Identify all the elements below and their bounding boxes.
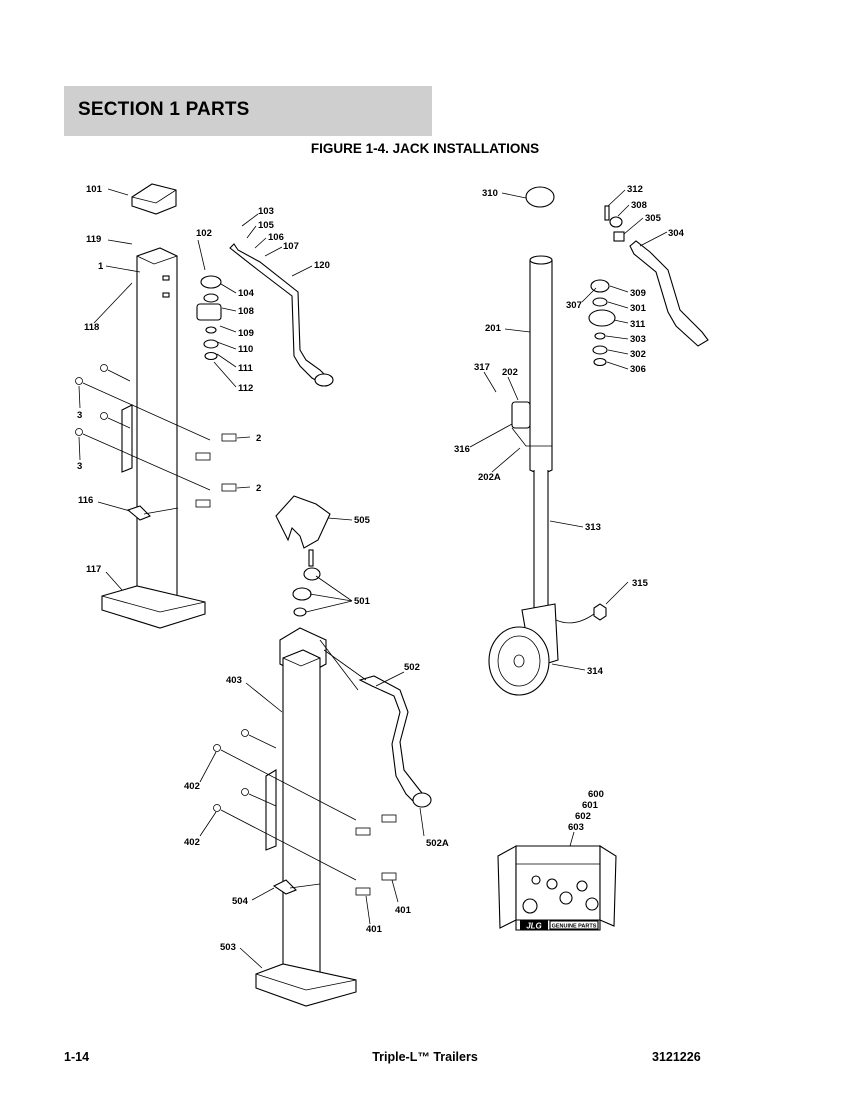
callout-602: 602	[575, 811, 591, 822]
callout-502: 502	[404, 662, 420, 673]
kit-label-text: GENUINE PARTS	[552, 924, 597, 930]
callout-315: 315	[632, 578, 649, 589]
callout-505: 505	[354, 515, 371, 526]
callout-502A: 502A	[426, 838, 449, 849]
footer-document-number: 3121226	[652, 1050, 701, 1064]
jack-1-assembly: 101 119 1 118 102 103 105 106 107 120 10…	[75, 183, 334, 629]
callout-306: 306	[630, 364, 646, 375]
crank-handle-part-304	[629, 240, 709, 347]
kit-brand-logo: JLG	[526, 922, 542, 931]
callout-307: 307	[566, 300, 582, 311]
jack-2-assembly: 310 312 308 305 304 309 307 301 311 303 …	[454, 184, 709, 696]
crank-handle-part-502	[358, 675, 427, 807]
callout-2-upper: 2	[256, 433, 261, 444]
parts-kit-box: JLG GENUINE PARTS 600 601 602 603	[497, 789, 617, 931]
callout-310: 310	[482, 188, 498, 199]
callout-3-lower: 3	[77, 461, 82, 472]
callout-305: 305	[645, 213, 662, 224]
foot-plate-part-117	[101, 585, 206, 629]
foot-plate-part-503	[255, 963, 357, 1007]
callout-503: 503	[220, 942, 236, 953]
outer-tube-part-201	[529, 260, 553, 474]
callout-101: 101	[86, 184, 103, 195]
jack-tube-part-1	[136, 247, 178, 609]
callout-402-lower: 402	[184, 837, 200, 848]
callout-108: 108	[238, 306, 254, 317]
callout-118: 118	[84, 322, 99, 333]
callout-107: 107	[283, 241, 299, 252]
callout-120: 120	[314, 260, 330, 271]
cap-part-310	[525, 186, 555, 208]
section-header-band: SECTION 1 PARTS	[64, 86, 432, 136]
figure-title: FIGURE 1-4. JACK INSTALLATIONS	[310, 141, 540, 156]
callout-314: 314	[587, 666, 604, 677]
callout-106: 106	[268, 232, 284, 243]
jack-3-assembly: 505 501 502 403 402 402 502A 401 401 504…	[184, 495, 449, 1007]
callout-201: 201	[485, 323, 502, 334]
callout-3-upper: 3	[77, 410, 82, 421]
callout-105: 105	[258, 220, 275, 231]
callout-603: 603	[568, 822, 584, 833]
callout-303: 303	[630, 334, 646, 345]
callout-601: 601	[582, 800, 599, 811]
callout-501: 501	[354, 596, 371, 607]
callout-112: 112	[238, 383, 253, 394]
callout-308: 308	[631, 200, 647, 211]
callout-401-lower: 401	[366, 924, 383, 935]
kit-logo-badge	[520, 920, 548, 930]
cap-part-101	[131, 183, 177, 215]
callout-103: 103	[258, 206, 274, 217]
callout-402-upper: 402	[184, 781, 200, 792]
callout-110: 110	[238, 344, 253, 355]
callout-302: 302	[630, 349, 646, 360]
callout-403: 403	[226, 675, 242, 686]
callout-301: 301	[630, 303, 647, 314]
callout-111: 111	[238, 363, 254, 374]
callout-202: 202	[502, 367, 518, 378]
callout-317: 317	[474, 362, 490, 373]
callout-309: 309	[630, 288, 646, 299]
callout-1: 1	[98, 261, 104, 272]
callout-2-lower: 2	[256, 483, 261, 494]
callout-316: 316	[454, 444, 470, 455]
callout-304: 304	[668, 228, 685, 239]
callout-312: 312	[627, 184, 643, 195]
callout-202A: 202A	[478, 472, 501, 483]
callout-600: 600	[588, 789, 604, 800]
callout-117: 117	[86, 564, 101, 575]
callout-504: 504	[232, 896, 249, 907]
cover-part-505	[275, 495, 331, 549]
section-title: SECTION 1 PARTS	[78, 99, 250, 120]
callout-401-upper: 401	[395, 905, 412, 916]
footer-page-number: 1-14	[64, 1050, 90, 1064]
callout-119: 119	[86, 234, 101, 245]
callout-313: 313	[585, 522, 601, 533]
callout-116: 116	[78, 495, 93, 506]
mount-bracket	[121, 404, 133, 473]
clamp-part-202	[511, 401, 531, 429]
footer-product-title: Triple-L™ Trailers	[372, 1050, 478, 1064]
nut-part-315	[593, 603, 607, 621]
callout-104: 104	[238, 288, 255, 299]
jack-tube-part-403	[282, 649, 321, 987]
callout-109: 109	[238, 328, 254, 339]
callout-311: 311	[630, 319, 646, 330]
callout-102: 102	[196, 228, 212, 239]
